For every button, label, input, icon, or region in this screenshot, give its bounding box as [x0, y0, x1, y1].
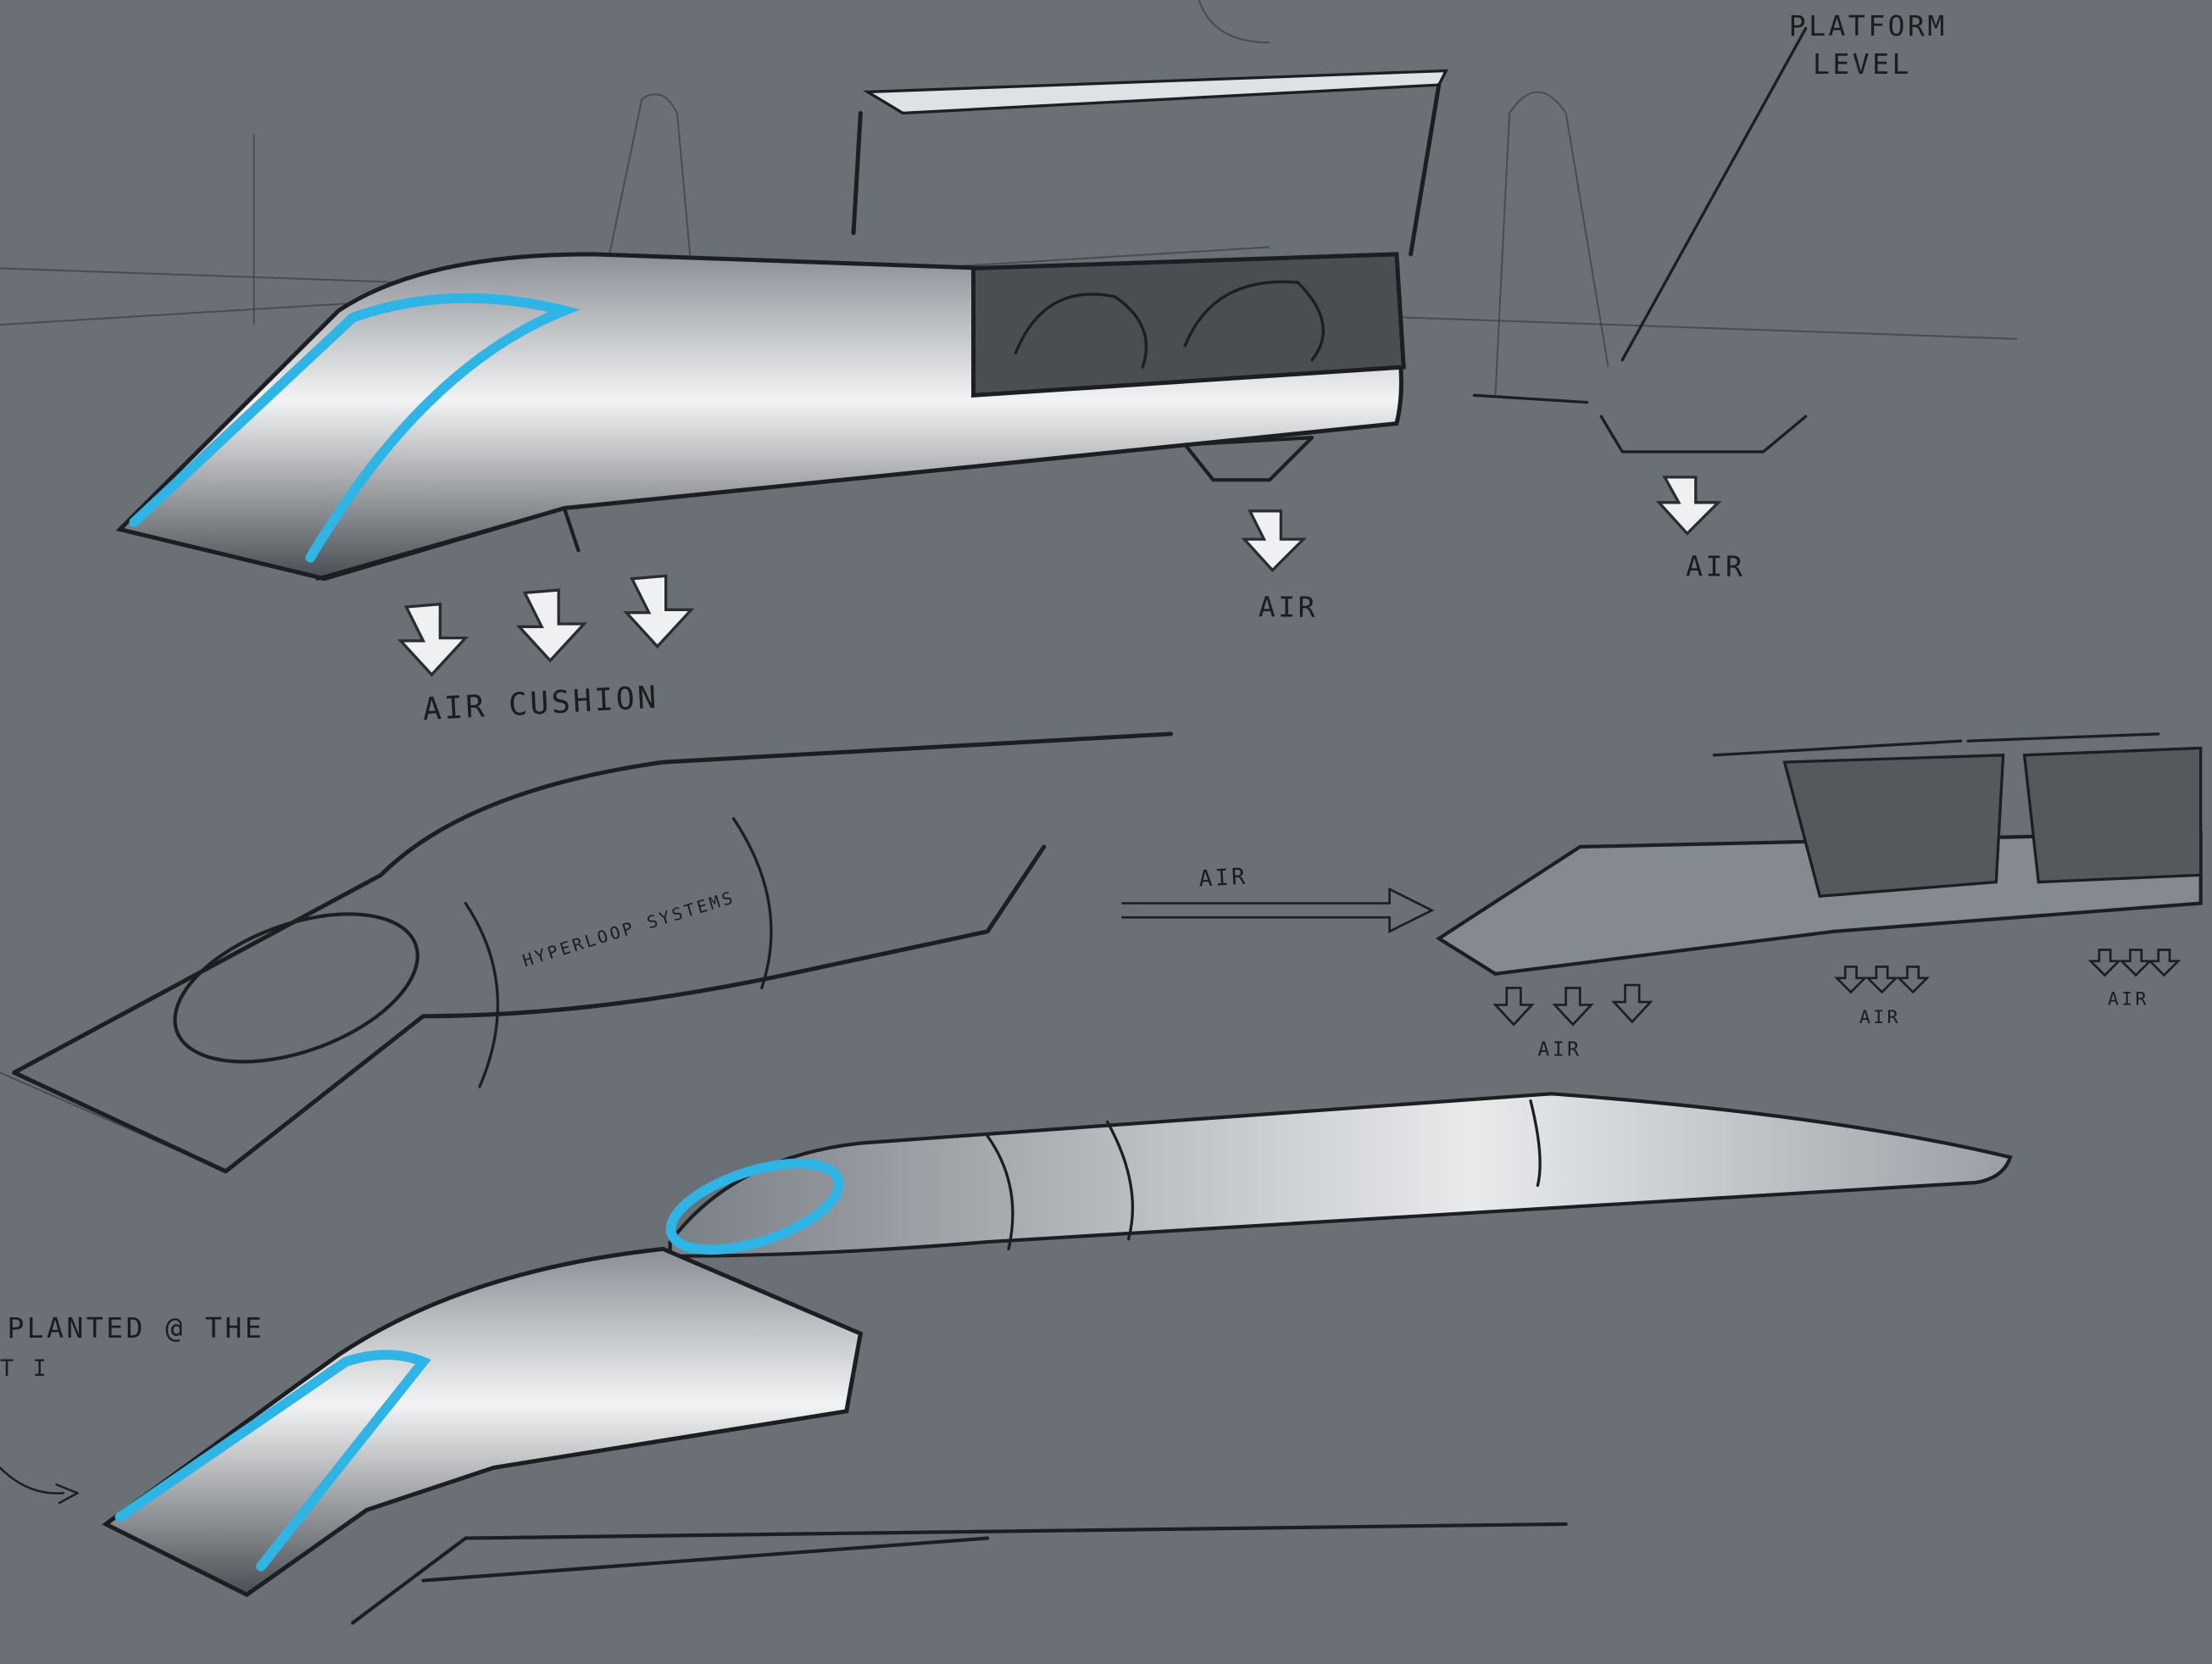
air-label: AIR [1198, 864, 1249, 893]
pod-sketch-main [115, 26, 1808, 582]
svg-text:LEVEL: LEVEL [1813, 47, 1912, 81]
pod-sketch-hyperloop-systems [12, 732, 1174, 1174]
air-label: AIR [2108, 988, 2149, 1010]
air-cushion-arrows [397, 476, 1722, 677]
air-label: AIR [1259, 591, 1318, 624]
air-label: AIR [1686, 549, 1745, 582]
planted-note-continued: T I [0, 1355, 49, 1382]
planted-note: PLANTED @ THE [7, 1311, 264, 1344]
air-label: AIR [1537, 1038, 1581, 1060]
platform-level-label: PLATFORM LEVEL [1789, 9, 1948, 81]
small-air-arrows [1492, 949, 2181, 1027]
pod-sketch-capsule [665, 1092, 2013, 1258]
svg-text:PLATFORM: PLATFORM [1789, 9, 1948, 42]
pod-sketch-small-right [1121, 732, 2203, 1027]
pod-sketch-bottom [0, 1246, 1568, 1625]
air-label: AIR [1859, 1007, 1901, 1028]
